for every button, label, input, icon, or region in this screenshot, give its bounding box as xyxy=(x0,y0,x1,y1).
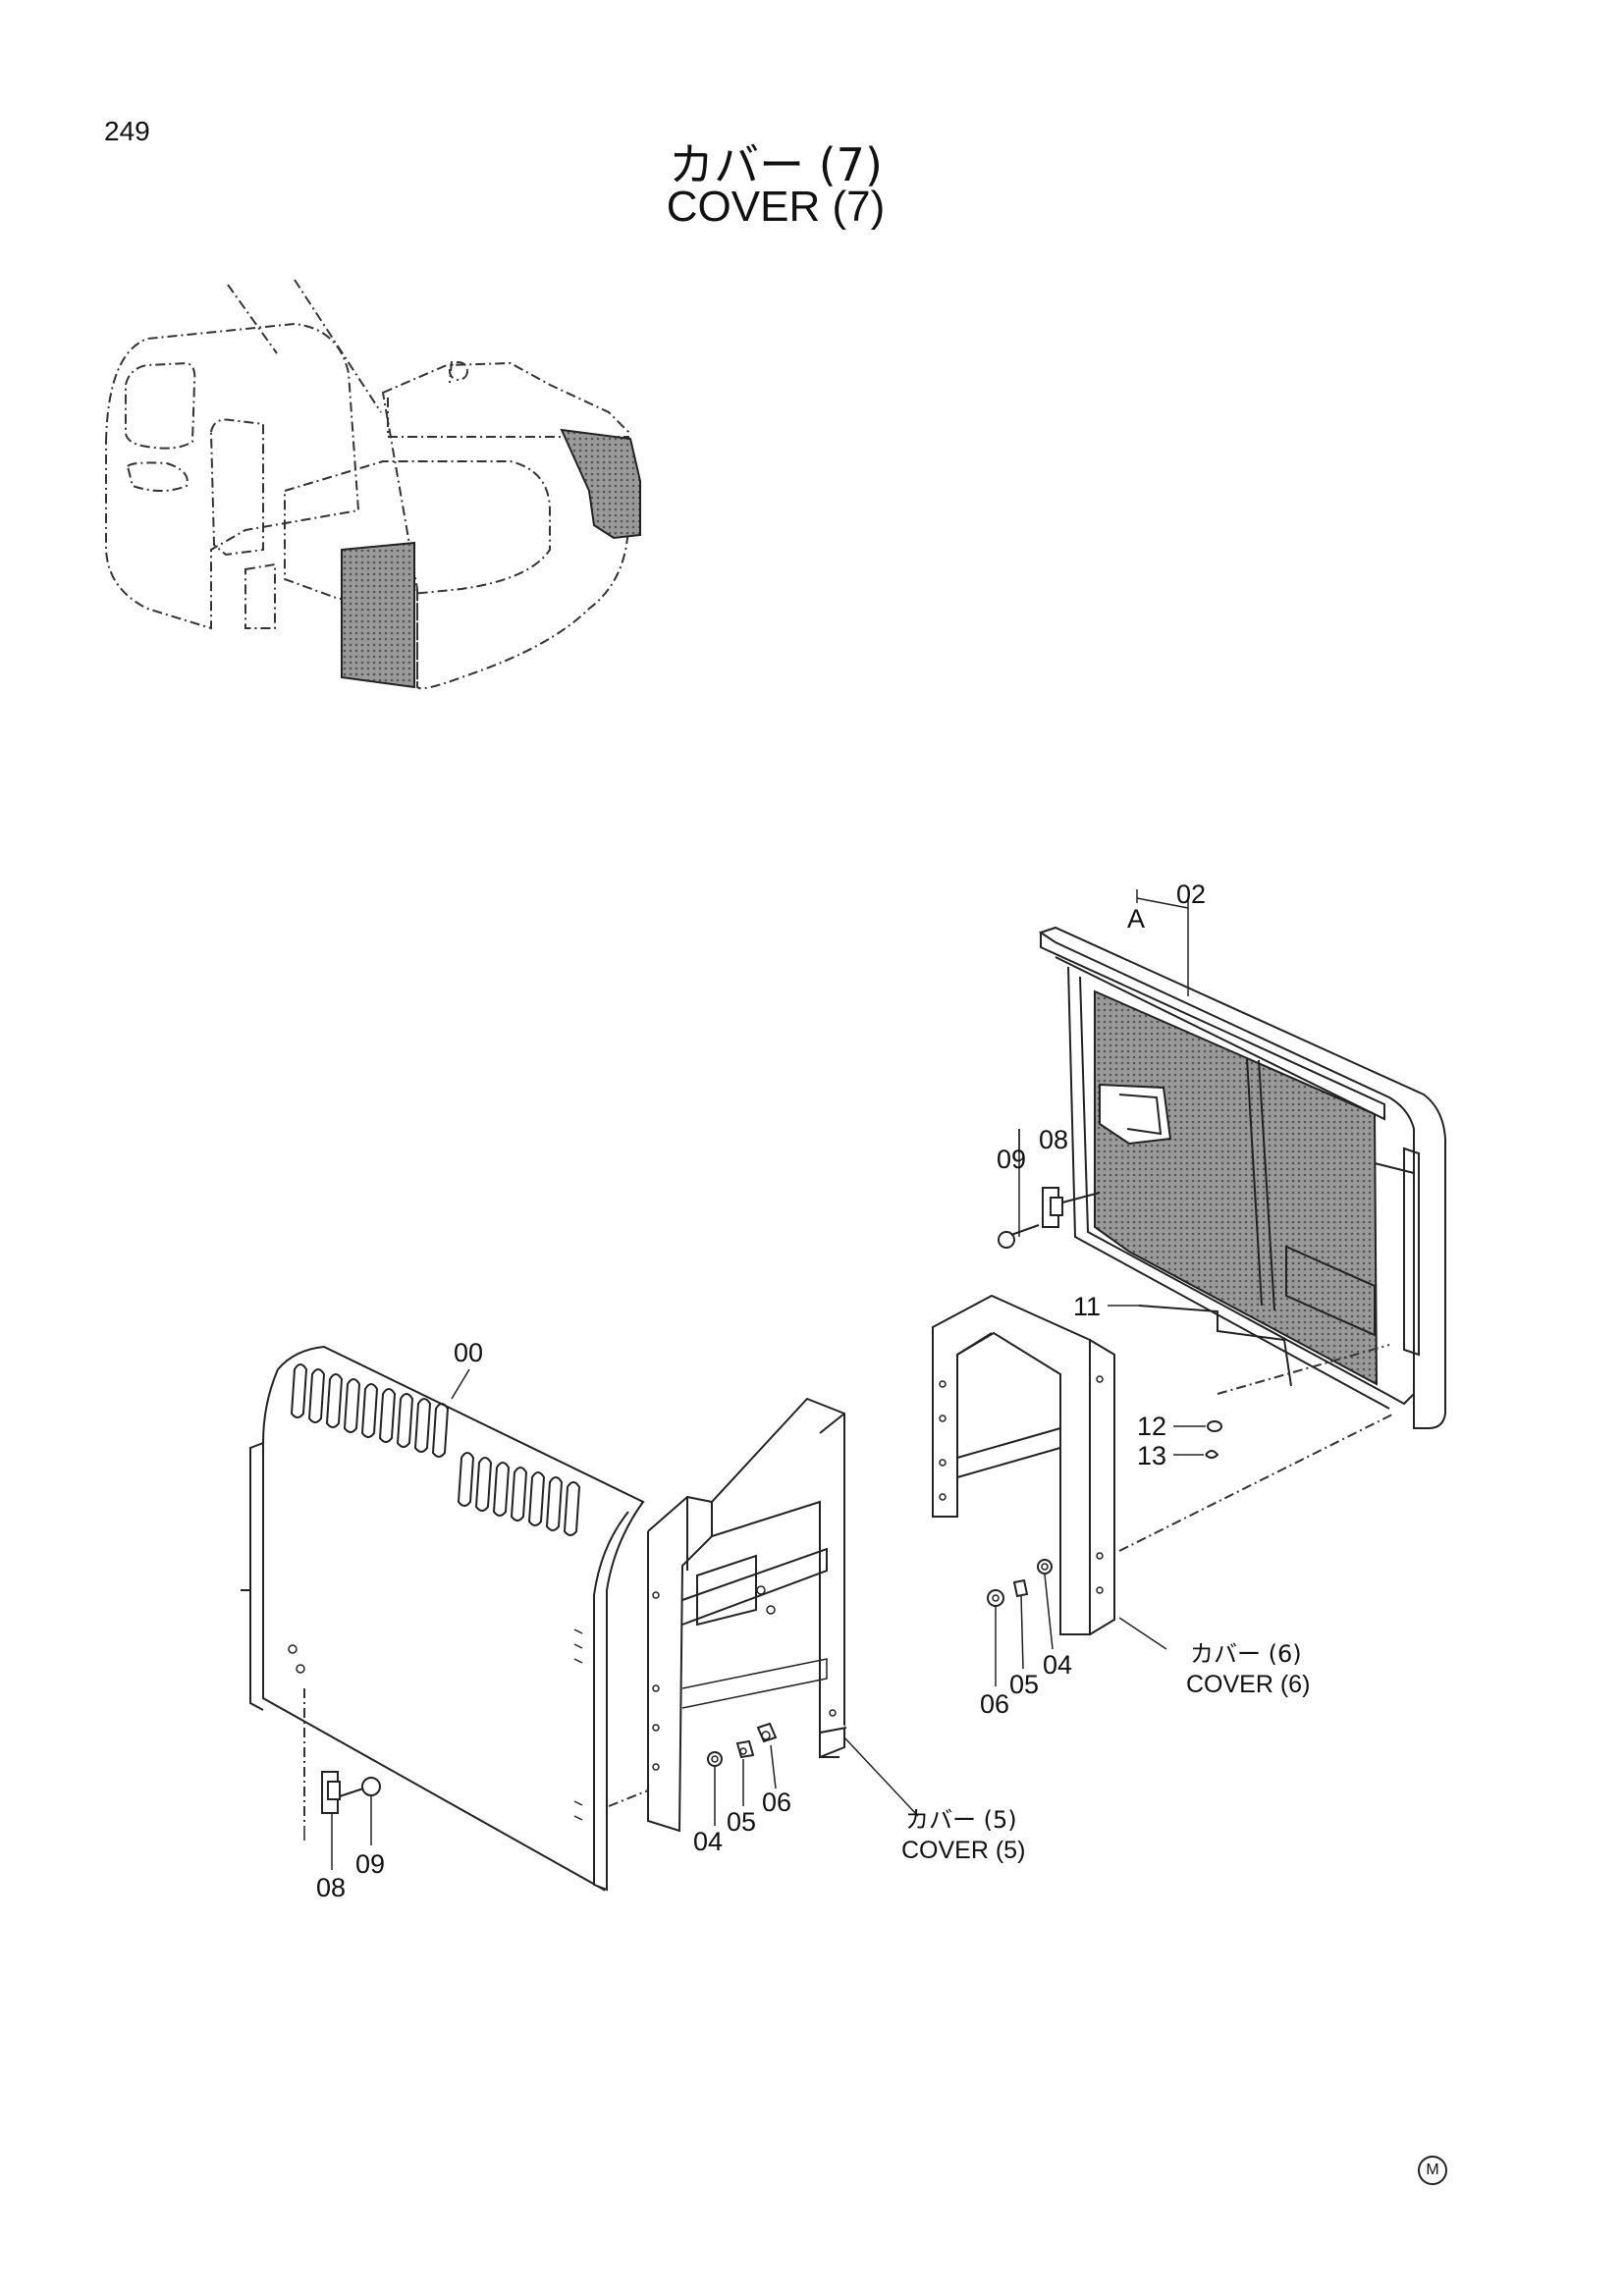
rod-part-11 xyxy=(1138,1305,1390,1395)
label-13: 13 xyxy=(1137,1441,1166,1470)
label-06-right: 06 xyxy=(980,1689,1009,1719)
label-06-left: 06 xyxy=(762,1788,791,1817)
label-08-left: 08 xyxy=(316,1873,346,1902)
ref-cover6-jp: カバー (6) xyxy=(1190,1640,1302,1668)
label-00: 00 xyxy=(454,1338,483,1367)
label-12: 12 xyxy=(1137,1412,1166,1441)
cover-assembly-02 xyxy=(1038,889,1446,1429)
label-05-right: 05 xyxy=(1009,1670,1039,1699)
bolt-clip-left xyxy=(303,1771,381,1841)
vent-slots-left xyxy=(290,1363,450,1458)
label-05-left: 05 xyxy=(727,1807,756,1837)
excavator-overview xyxy=(105,279,641,690)
label-09-left: 09 xyxy=(355,1849,385,1879)
label-04-left: 04 xyxy=(693,1827,723,1856)
ref-cover5-en: COVER (5) xyxy=(901,1837,1025,1864)
bracket-frame-right xyxy=(932,1294,1395,1650)
cover-panel-00 xyxy=(241,1345,659,1892)
page-number: 249 xyxy=(104,116,150,146)
title-english: COVER (7) xyxy=(666,183,886,231)
parts-12-13 xyxy=(1173,1420,1222,1459)
label-detail-a: A xyxy=(1127,904,1145,934)
label-09-right: 09 xyxy=(997,1145,1026,1174)
maker-mark-icon: M xyxy=(1418,2156,1447,2185)
label-02: 02 xyxy=(1176,880,1206,909)
ref-cover6-en: COVER (6) xyxy=(1186,1671,1310,1698)
fasteners-right-group xyxy=(987,1559,1054,1686)
vent-slots-right xyxy=(457,1452,581,1536)
bracket-frame-middle xyxy=(647,1397,919,1833)
title-japanese: カバー (7) xyxy=(669,138,883,191)
ref-cover5-jp: カバー (5) xyxy=(905,1806,1017,1834)
label-11: 11 xyxy=(1073,1292,1101,1321)
label-08-right: 08 xyxy=(1039,1125,1068,1154)
fasteners-left-group xyxy=(707,1722,778,1826)
label-04-right: 04 xyxy=(1043,1650,1072,1680)
